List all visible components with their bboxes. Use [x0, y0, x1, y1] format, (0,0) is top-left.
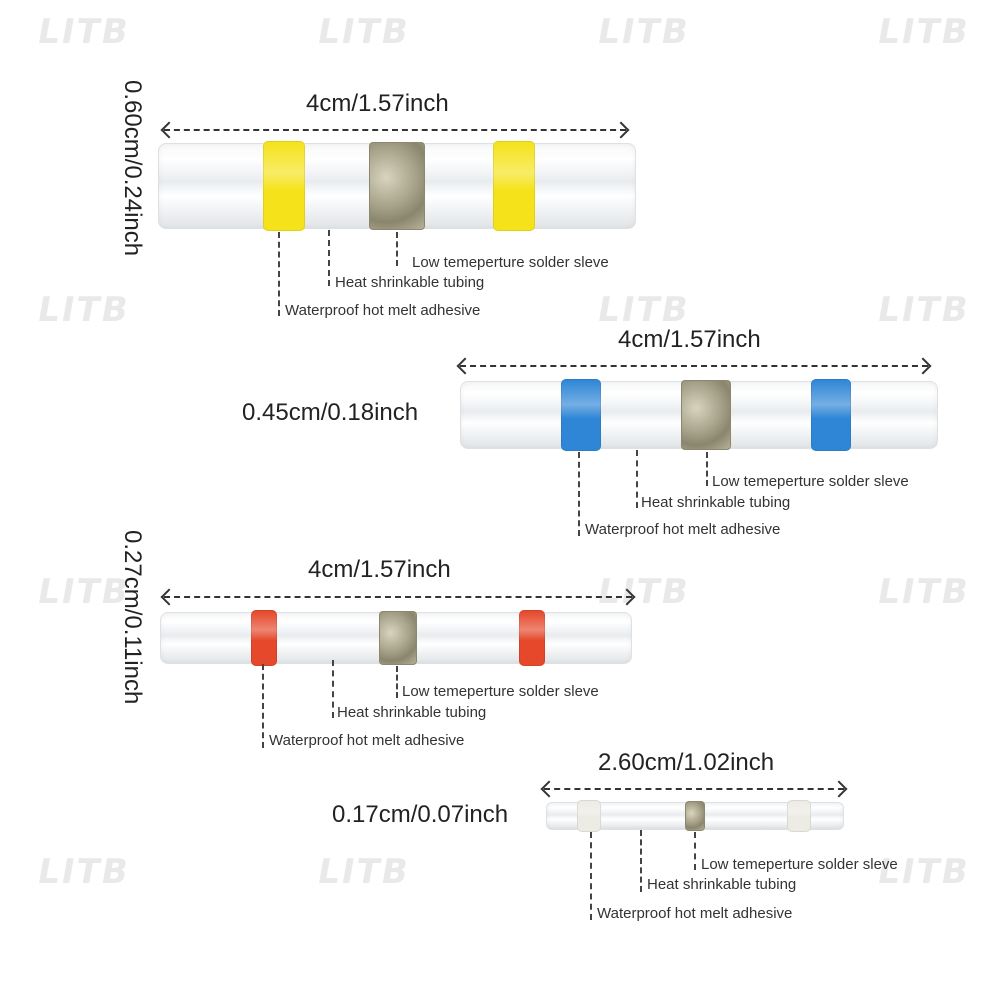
leader-line [640, 830, 642, 892]
watermark-logo: LITB [594, 12, 693, 52]
diameter-label: 0.45cm/0.18inch [242, 399, 419, 426]
leader-line [328, 230, 330, 286]
adhesive-band-right [493, 141, 535, 231]
solder-label: Low temeperture solder sleve [712, 473, 909, 490]
heat-shrink-tube [160, 610, 632, 666]
tubing-label: Heat shrinkable tubing [641, 494, 791, 511]
solder-sleeve [685, 801, 705, 831]
leader-line [636, 450, 638, 508]
adhesive-band-right [811, 379, 851, 451]
adhesive-label: Waterproof hot melt adhesive [585, 521, 781, 538]
leader-line [578, 452, 580, 536]
tubing-label: Heat shrinkable tubing [647, 876, 797, 893]
length-label: 4cm/1.57inch [306, 90, 449, 117]
solder-label: Low temeperture solder sleve [402, 683, 599, 700]
length-arrow [460, 365, 928, 367]
length-arrow [164, 596, 632, 598]
adhesive-band-left [263, 141, 305, 231]
watermark-logo: LITB [34, 852, 133, 892]
heat-shrink-tube [158, 141, 636, 231]
length-arrow [164, 129, 626, 131]
watermark-logo: LITB [594, 290, 693, 330]
adhesive-label: Waterproof hot melt adhesive [285, 302, 481, 319]
diameter-label: 0.60cm/0.24inch [119, 80, 146, 257]
leader-line [694, 832, 696, 870]
leader-line [332, 660, 334, 718]
solder-label: Low temeperture solder sleve [412, 254, 609, 271]
adhesive-band-left [561, 379, 601, 451]
adhesive-band-right [787, 800, 811, 832]
diameter-label: 0.17cm/0.07inch [332, 801, 509, 828]
leader-line [706, 452, 708, 486]
length-label: 4cm/1.57inch [308, 556, 451, 583]
tubing-label: Heat shrinkable tubing [335, 274, 485, 291]
leader-line [396, 232, 398, 266]
adhesive-band-left [577, 800, 601, 832]
adhesive-label: Waterproof hot melt adhesive [269, 732, 465, 749]
heat-shrink-tube [460, 379, 938, 451]
watermark-logo: LITB [874, 290, 973, 330]
watermark-logo: LITB [314, 852, 413, 892]
leader-line [262, 664, 264, 748]
watermark-logo: LITB [874, 572, 973, 612]
solder-sleeve [379, 611, 417, 665]
solder-label: Low temeperture solder sleve [701, 856, 898, 873]
adhesive-label: Waterproof hot melt adhesive [597, 905, 793, 922]
leader-line [590, 832, 592, 920]
solder-sleeve [369, 142, 425, 230]
diameter-label: 0.27cm/0.11inch [119, 530, 146, 705]
heat-shrink-tube [546, 800, 844, 832]
watermark-logo: LITB [594, 572, 693, 612]
watermark-logo: LITB [874, 12, 973, 52]
watermark-logo: LITB [314, 12, 413, 52]
length-label: 4cm/1.57inch [618, 326, 761, 353]
watermark-logo: LITB [34, 12, 133, 52]
leader-line [278, 232, 280, 316]
length-label: 2.60cm/1.02inch [598, 749, 775, 776]
leader-line [396, 666, 398, 698]
tubing-label: Heat shrinkable tubing [337, 704, 487, 721]
solder-sleeve [681, 380, 731, 450]
length-arrow [544, 788, 844, 790]
adhesive-band-left [251, 610, 277, 666]
adhesive-band-right [519, 610, 545, 666]
watermark-logo: LITB [34, 290, 133, 330]
